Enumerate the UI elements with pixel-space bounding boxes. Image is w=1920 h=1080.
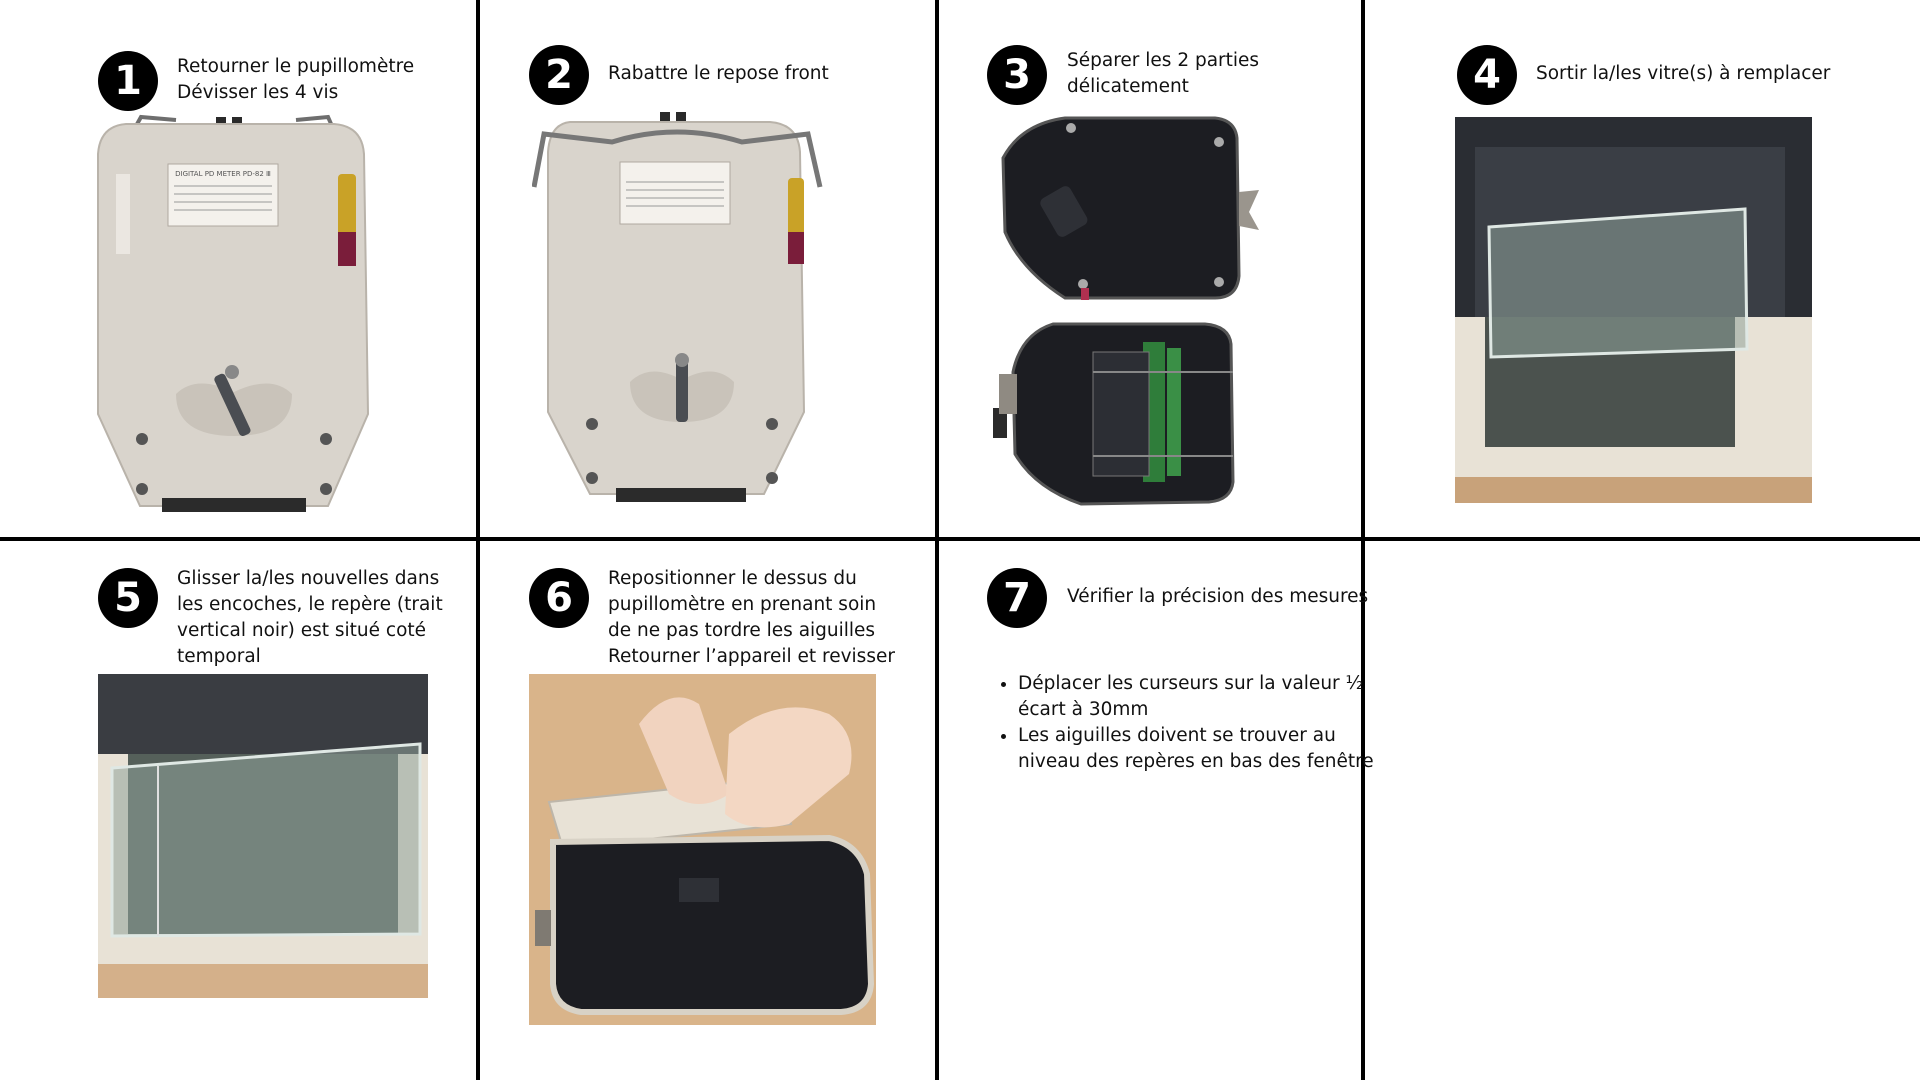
step-7-line-1: Vérifier la précision des mesures (1067, 586, 1369, 607)
step-4-number-badge: 4 (1457, 45, 1517, 105)
step-4-line-1: Sortir la/les vitre(s) à remplacer (1536, 63, 1831, 84)
grid-divider-horizontal (0, 537, 1920, 541)
step-7-bullet-1: Déplacer les curseurs sur la valeur ½ éc… (1018, 671, 1374, 723)
step-7-number-badge: 7 (987, 568, 1047, 628)
step-4-photo-glass-removal (1455, 117, 1812, 503)
step-5-line-1: Glisser la/les nouvelles dans (177, 568, 440, 589)
step-2-photo-forehead-rest-folded (532, 112, 827, 504)
step-7-bullet-2-line-2: niveau des repères en bas des fenêtre (1018, 751, 1374, 772)
step-3-photo-separated-parts (993, 112, 1283, 515)
step-6-number-badge: 6 (529, 568, 589, 628)
step-1-line-1: Retourner le pupillomètre (177, 56, 415, 77)
step-2-number-badge: 2 (529, 45, 589, 105)
step-2-instructions: Rabattre le repose front (608, 61, 829, 87)
step-3-line-2: délicatement (1067, 76, 1189, 97)
step-1-number-badge: 1 (98, 51, 158, 111)
step-3-instructions: Séparer les 2 parties délicatement (1067, 48, 1259, 100)
step-6-photo-reassembly (529, 674, 876, 1025)
step-5-line-4: temporal (177, 646, 261, 667)
step-5-photo-glass-insertion (98, 674, 428, 998)
step-7-checklist: Déplacer les curseurs sur la valeur ½ éc… (996, 671, 1374, 775)
step-5-line-3: vertical noir) est situé coté (177, 620, 427, 641)
step-6-instructions: Repositionner le dessus du pupillomètre … (608, 566, 895, 670)
step-2-line-1: Rabattre le repose front (608, 63, 829, 84)
step-1-instructions: Retourner le pupillomètre Dévisser les 4… (177, 54, 414, 106)
step-3-number-badge: 3 (987, 45, 1047, 105)
step-7-bullet-2: Les aiguilles doivent se trouver au nive… (1018, 723, 1374, 775)
step-1-line-2: Dévisser les 4 vis (177, 82, 339, 103)
step-7-bullet-1-line-2: écart à 30mm (1018, 699, 1149, 720)
step-6-line-1: Repositionner le dessus du (608, 568, 857, 589)
step-5-instructions: Glisser la/les nouvelles dans les encoch… (177, 566, 443, 670)
step-5-line-2: les encoches, le repère (trait (177, 594, 443, 615)
step-5-number-badge: 5 (98, 568, 158, 628)
step-7-bullet-1-line-1: Déplacer les curseurs sur la valeur ½ (1018, 673, 1364, 694)
step-7-instructions: Vérifier la précision des mesures (1067, 584, 1368, 610)
step-1-photo-device-back: DIGITAL PD METER PD-82 Ⅲ (96, 114, 372, 514)
step-6-line-3: de ne pas tordre les aiguilles (608, 620, 876, 641)
step-3-line-1: Séparer les 2 parties (1067, 50, 1260, 71)
step-6-line-2: pupillomètre en prenant soin (608, 594, 877, 615)
step-1-device-label: DIGITAL PD METER PD-82 Ⅲ (175, 170, 271, 178)
step-6-line-4: Retourner l’appareil et revisser (608, 646, 895, 667)
step-7-bullet-2-line-1: Les aiguilles doivent se trouver au (1018, 725, 1336, 746)
step-4-instructions: Sortir la/les vitre(s) à remplacer (1536, 61, 1830, 87)
